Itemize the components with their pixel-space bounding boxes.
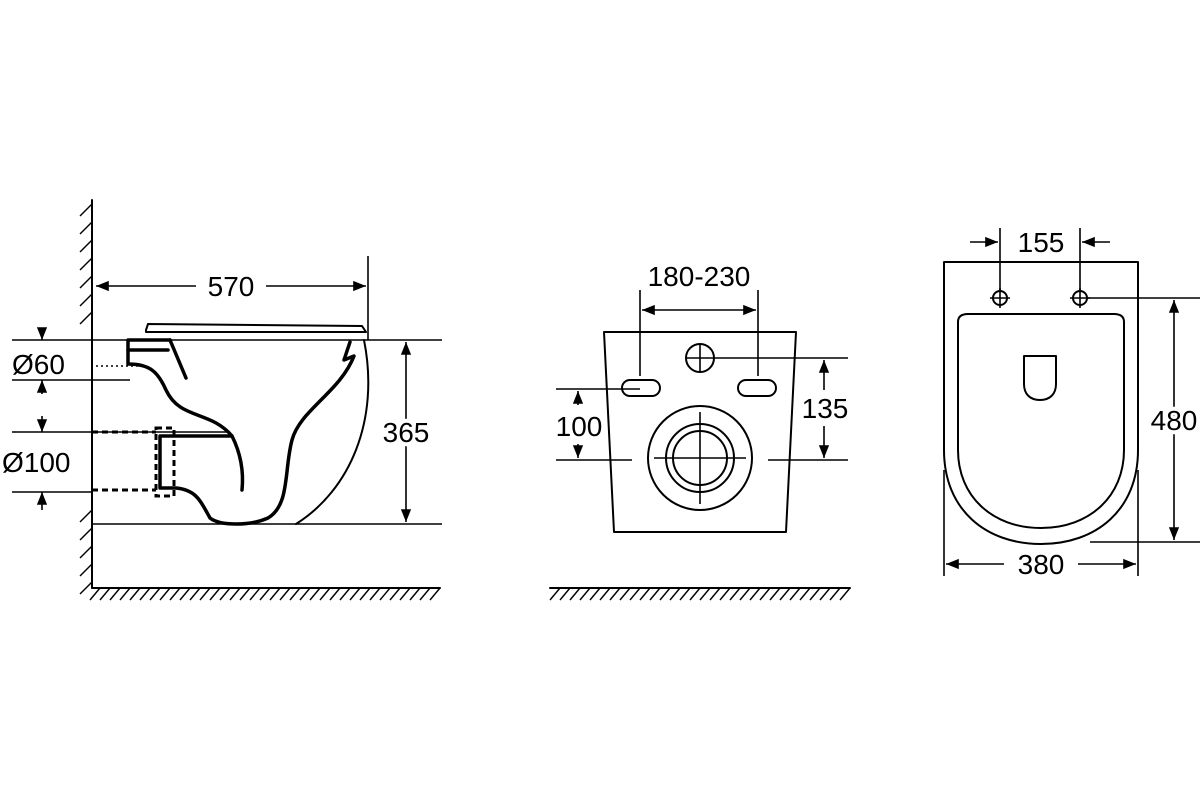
inlet-hole — [685, 343, 715, 373]
hinge-hole-right — [1070, 288, 1090, 308]
dim-inlet-height: 135 — [802, 393, 849, 424]
back-view: 180-230 100 135 — [549, 261, 851, 601]
dim-bolt-spacing: 180-230 — [648, 261, 751, 292]
bolt-slot-left — [621, 379, 661, 397]
side-view: 570 365 Ø60 Ø100 — [2, 199, 442, 601]
bolt-slot-right — [737, 379, 777, 397]
hinge-hole-left — [990, 288, 1010, 308]
outlet-hole — [647, 405, 753, 511]
top-view: 155 480 380 — [943, 227, 1200, 580]
dim-height-365: 365 — [383, 417, 430, 448]
dim-outlet-diameter: Ø100 — [2, 447, 71, 478]
wall — [79, 199, 93, 595]
toilet-top-opening — [1023, 355, 1057, 401]
dim-length-570: 570 — [208, 271, 255, 302]
floor — [89, 587, 441, 601]
toilet-top-seat — [957, 313, 1125, 529]
toilet-top-outline — [943, 261, 1139, 545]
dim-bolt-height: 100 — [556, 411, 603, 442]
dim-hinge-spacing: 155 — [1018, 227, 1065, 258]
toilet-back-body — [603, 331, 797, 533]
dim-width-380: 380 — [1018, 549, 1065, 580]
dim-depth-480: 480 — [1151, 405, 1198, 436]
toilet-side-profile — [92, 323, 370, 526]
dim-inlet-diameter: Ø60 — [12, 349, 65, 380]
